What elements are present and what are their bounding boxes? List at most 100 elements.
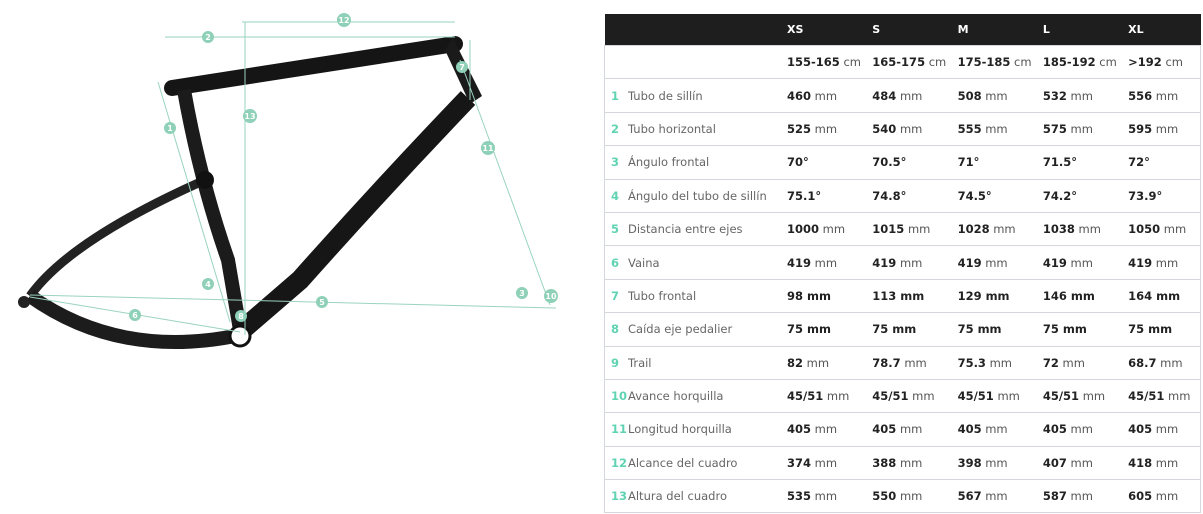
svg-text:4: 4 <box>205 280 211 289</box>
value-cell: 532 mm <box>1042 78 1129 113</box>
value-cell: 78.7 mm <box>872 345 958 380</box>
value-cell: 74.5° <box>957 178 1043 213</box>
svg-text:3: 3 <box>519 289 525 298</box>
value-cell: 525 mm <box>787 111 873 146</box>
marker-7: 7 <box>456 61 468 73</box>
value-cell: 1028 mm <box>957 211 1043 246</box>
value-cell: 185-192 cm <box>1042 44 1129 79</box>
value-cell: 68.7 mm <box>1128 345 1202 380</box>
value-cell: 407 mm <box>1042 445 1129 480</box>
value-cell: 556 mm <box>1128 78 1202 113</box>
value-cell: 75 mm <box>872 312 958 347</box>
value-cell: 419 mm <box>1128 245 1202 280</box>
value-cell: 146 mm <box>1042 278 1129 313</box>
value-cell: 405 mm <box>957 412 1043 447</box>
marker-2: 2 <box>202 31 214 43</box>
value-cell: 75 mm <box>957 312 1043 347</box>
value-cell: 605 mm <box>1128 479 1202 514</box>
value-cell: 75 mm <box>787 312 873 347</box>
svg-text:1: 1 <box>167 124 173 133</box>
size-xl: XL <box>1128 14 1201 46</box>
value-cell: 1038 mm <box>1042 211 1129 246</box>
value-cell: 587 mm <box>1042 479 1129 514</box>
measure-label: 13Altura del cuadro <box>604 479 787 514</box>
value-cell: 75.3 mm <box>957 345 1043 380</box>
value-cell: 70° <box>787 145 873 180</box>
svg-text:8: 8 <box>238 312 244 321</box>
value-cell: 73.9° <box>1128 178 1202 213</box>
value-cell: 75 mm <box>1128 312 1202 347</box>
svg-text:11: 11 <box>482 144 494 153</box>
value-cell: 75 mm <box>1042 312 1129 347</box>
value-cell: 374 mm <box>787 445 873 480</box>
marker-4: 4 <box>202 278 214 290</box>
marker-5: 5 <box>316 296 328 308</box>
bike-frame-diagram: 1 2 3 4 5 6 7 8 10 11 12 13 <box>18 13 558 349</box>
value-cell: 45/51 mm <box>957 378 1043 413</box>
marker-11: 11 <box>481 141 495 155</box>
value-cell: 398 mm <box>957 445 1043 480</box>
value-cell: >192 cm <box>1128 44 1202 79</box>
frame <box>18 36 482 349</box>
value-cell: 129 mm <box>957 278 1043 313</box>
value-cell: 155-165 cm <box>787 44 873 79</box>
value-cell: 113 mm <box>872 278 958 313</box>
value-cell: 45/51 mm <box>872 378 958 413</box>
value-cell: 388 mm <box>872 445 958 480</box>
value-cell: 555 mm <box>957 111 1043 146</box>
value-cell: 550 mm <box>872 479 958 514</box>
marker-3: 3 <box>516 287 528 299</box>
value-cell: 1000 mm <box>787 211 873 246</box>
size-l: L <box>1042 14 1129 46</box>
value-cell: 535 mm <box>787 479 873 514</box>
value-cell: 45/51 mm <box>1042 378 1129 413</box>
value-cell: 567 mm <box>957 479 1043 514</box>
value-cell: 460 mm <box>787 78 873 113</box>
svg-text:13: 13 <box>244 112 255 121</box>
marker-10: 10 <box>544 289 558 303</box>
value-cell: 72° <box>1128 145 1202 180</box>
value-cell: 595 mm <box>1128 111 1202 146</box>
value-cell: 74.8° <box>872 178 958 213</box>
value-cell: 45/51 mm <box>787 378 873 413</box>
marker-6: 6 <box>129 309 141 321</box>
value-cell: 71° <box>957 145 1043 180</box>
value-cell: 405 mm <box>872 412 958 447</box>
size-s: S <box>872 14 958 46</box>
size-m: M <box>957 14 1043 46</box>
svg-text:6: 6 <box>132 311 138 320</box>
measure-label: 12Alcance del cuadro <box>604 445 787 480</box>
value-cell: 419 mm <box>872 245 958 280</box>
marker-12: 12 <box>337 13 351 27</box>
marker-1: 1 <box>164 122 176 134</box>
value-cell: 419 mm <box>1042 245 1129 280</box>
size-header-row: XS S M L XL <box>604 14 1201 46</box>
value-cell: 74.2° <box>1042 178 1129 213</box>
value-cell: 1015 mm <box>872 211 958 246</box>
value-cell: 418 mm <box>1128 445 1202 480</box>
value-cell: 405 mm <box>1042 412 1129 447</box>
value-cell: 72 mm <box>1042 345 1129 380</box>
value-cell: 484 mm <box>872 78 958 113</box>
value-cell: 508 mm <box>957 78 1043 113</box>
marker-13: 13 <box>243 109 257 123</box>
svg-text:5: 5 <box>319 298 325 307</box>
